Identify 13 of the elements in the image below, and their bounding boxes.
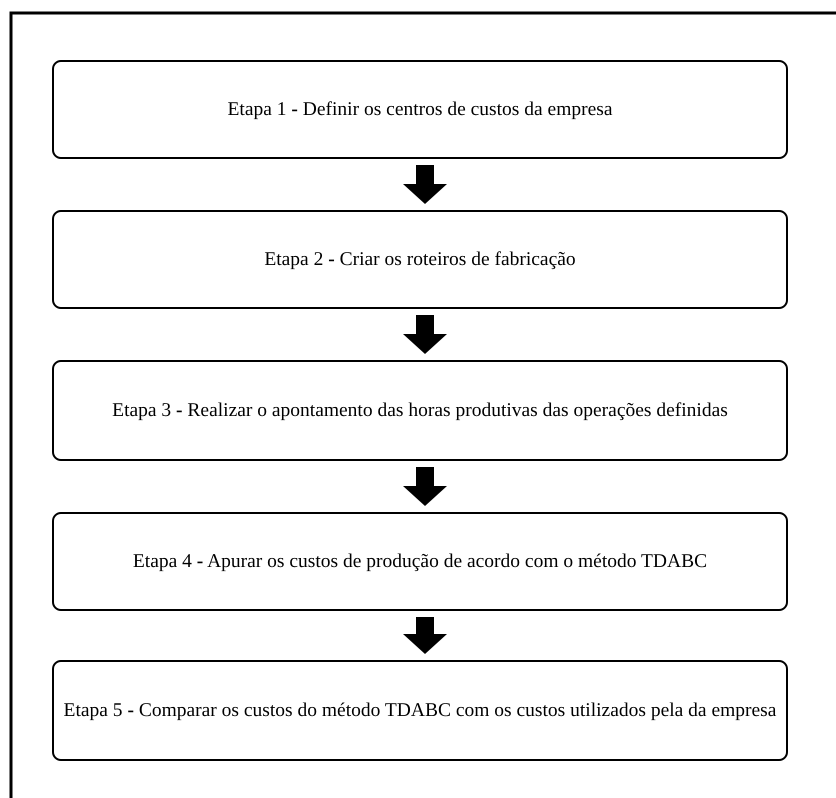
block-arrow <box>403 315 447 354</box>
step-text: Etapa 3 - Realizar o apontamento das horas produtivas das operações definidas <box>112 398 728 423</box>
step-box <box>52 210 788 309</box>
step-text: Etapa 5 - Comparar os custos do método TDABC com os custos utilizados pela da empresa <box>64 698 776 723</box>
step-box <box>52 60 788 159</box>
step-text: Etapa 1 - Definir os centros de custos da empresa <box>228 98 612 122</box>
step-box <box>52 512 788 611</box>
step-box <box>52 360 788 461</box>
block-arrow <box>403 467 447 506</box>
step-box <box>52 660 788 761</box>
step-text: Etapa 4 - Apurar os custos de produção de acordo com o método TDABC <box>132 550 708 574</box>
block-arrow <box>403 165 447 204</box>
step-text: Etapa 2 - Criar os roteiros de fabricação <box>264 248 576 272</box>
